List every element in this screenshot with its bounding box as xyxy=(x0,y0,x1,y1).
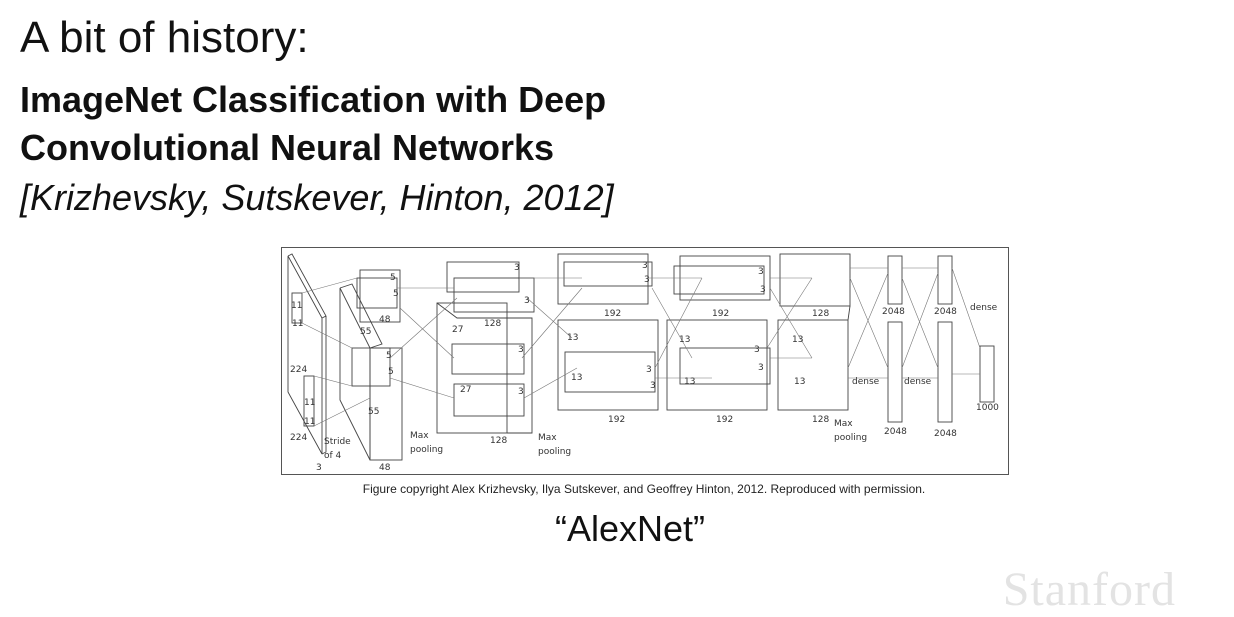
conv2-block xyxy=(436,261,535,434)
k4d-label: 3 xyxy=(650,381,656,391)
conv3-block xyxy=(557,253,659,411)
maxpool1-label-2: pooling xyxy=(410,445,443,455)
map3-label: 13 xyxy=(567,333,578,343)
k3-label: 3 xyxy=(514,263,520,273)
fc1-label: 2048 xyxy=(882,307,905,317)
map2-label: 27 xyxy=(452,325,463,335)
stanford-logo: Stanford xyxy=(1002,563,1176,616)
conv5-block xyxy=(777,253,851,411)
output-label: 1000 xyxy=(976,403,999,413)
architecture-svg: 224 224 3 11 11 11 11 Stride of 4 55 55 … xyxy=(287,253,999,473)
kernel1b-label: 11 xyxy=(292,319,303,329)
k4b-label: 3 xyxy=(644,275,650,285)
kernel1d-label: 11 xyxy=(304,417,315,427)
k3d-label: 3 xyxy=(518,387,524,397)
map5-label: 13 xyxy=(792,335,803,345)
fc2-label: 2048 xyxy=(934,307,957,317)
figure-caption: Figure copyright Alex Krizhevsky, Ilya S… xyxy=(362,482,926,496)
slide-heading: A bit of history: xyxy=(20,13,309,62)
map1b-label: 55 xyxy=(368,407,379,417)
depth3b-label: 192 xyxy=(608,415,625,425)
k4-label: 3 xyxy=(642,261,648,271)
k4c-label: 3 xyxy=(646,365,652,375)
depth5b-label: 128 xyxy=(812,415,829,425)
maxpool3-label-1: Max xyxy=(834,419,853,429)
dense1-label: dense xyxy=(852,377,880,387)
dense3-label: dense xyxy=(970,303,998,313)
k2d-label: 5 xyxy=(388,367,394,377)
input-block xyxy=(287,253,327,455)
dense-layers xyxy=(887,255,995,423)
map4b-label: 13 xyxy=(684,377,695,387)
map1-label: 55 xyxy=(360,327,371,337)
alexnet-architecture-diagram: 224 224 3 11 11 11 11 Stride of 4 55 55 … xyxy=(281,247,1009,475)
kernel1-label: 11 xyxy=(291,301,302,311)
input-size2-label: 224 xyxy=(290,433,307,443)
fc1b-label: 2048 xyxy=(884,427,907,437)
paper-title-line2: Convolutional Neural Networks xyxy=(20,127,555,168)
maxpool3-label-2: pooling xyxy=(834,433,867,443)
depth3-label: 192 xyxy=(604,309,621,319)
conv1-block xyxy=(339,269,403,461)
depth4-label: 192 xyxy=(712,309,729,319)
depth1b-label: 48 xyxy=(379,463,391,473)
k5d-label: 3 xyxy=(758,363,764,373)
k3b-label: 3 xyxy=(524,296,530,306)
model-name: “AlexNet” xyxy=(554,508,706,549)
map4-label: 13 xyxy=(679,335,690,345)
depth4b-label: 192 xyxy=(716,415,733,425)
dense2-label: dense xyxy=(904,377,932,387)
maxpool2-label-2: pooling xyxy=(538,447,571,457)
map3b-label: 13 xyxy=(571,373,582,383)
input-size-label: 224 xyxy=(290,365,307,375)
k3c-label: 3 xyxy=(518,345,524,355)
paper-authors: [Krizhevsky, Sutskever, Hinton, 2012] xyxy=(20,177,614,218)
depth2b-label: 128 xyxy=(490,436,507,446)
k5-label: 3 xyxy=(758,267,764,277)
depth5-label: 128 xyxy=(812,309,829,319)
input-depth-label: 3 xyxy=(316,463,322,473)
depth2-label: 128 xyxy=(484,319,501,329)
k2-label: 5 xyxy=(390,273,396,283)
k5b-label: 3 xyxy=(760,285,766,295)
stride-label-1: Stride xyxy=(324,437,351,447)
fc2b-label: 2048 xyxy=(934,429,957,439)
k2b-label: 5 xyxy=(393,289,399,299)
map5b-label: 13 xyxy=(794,377,805,387)
depth1-label: 48 xyxy=(379,315,391,325)
k5c-label: 3 xyxy=(754,345,760,355)
kernel1c-label: 11 xyxy=(304,398,315,408)
conv4-block xyxy=(666,255,771,411)
maxpool1-label-1: Max xyxy=(410,431,429,441)
stride-label-2: of 4 xyxy=(324,451,342,461)
model-name-wrapper: “AlexNet” xyxy=(0,508,1234,550)
maxpool2-label-1: Max xyxy=(538,433,557,443)
k2c-label: 5 xyxy=(386,351,392,361)
paper-title-line1: ImageNet Classification with Deep xyxy=(20,79,607,120)
map2b-label: 27 xyxy=(460,385,471,395)
connection-lines xyxy=(301,267,981,427)
